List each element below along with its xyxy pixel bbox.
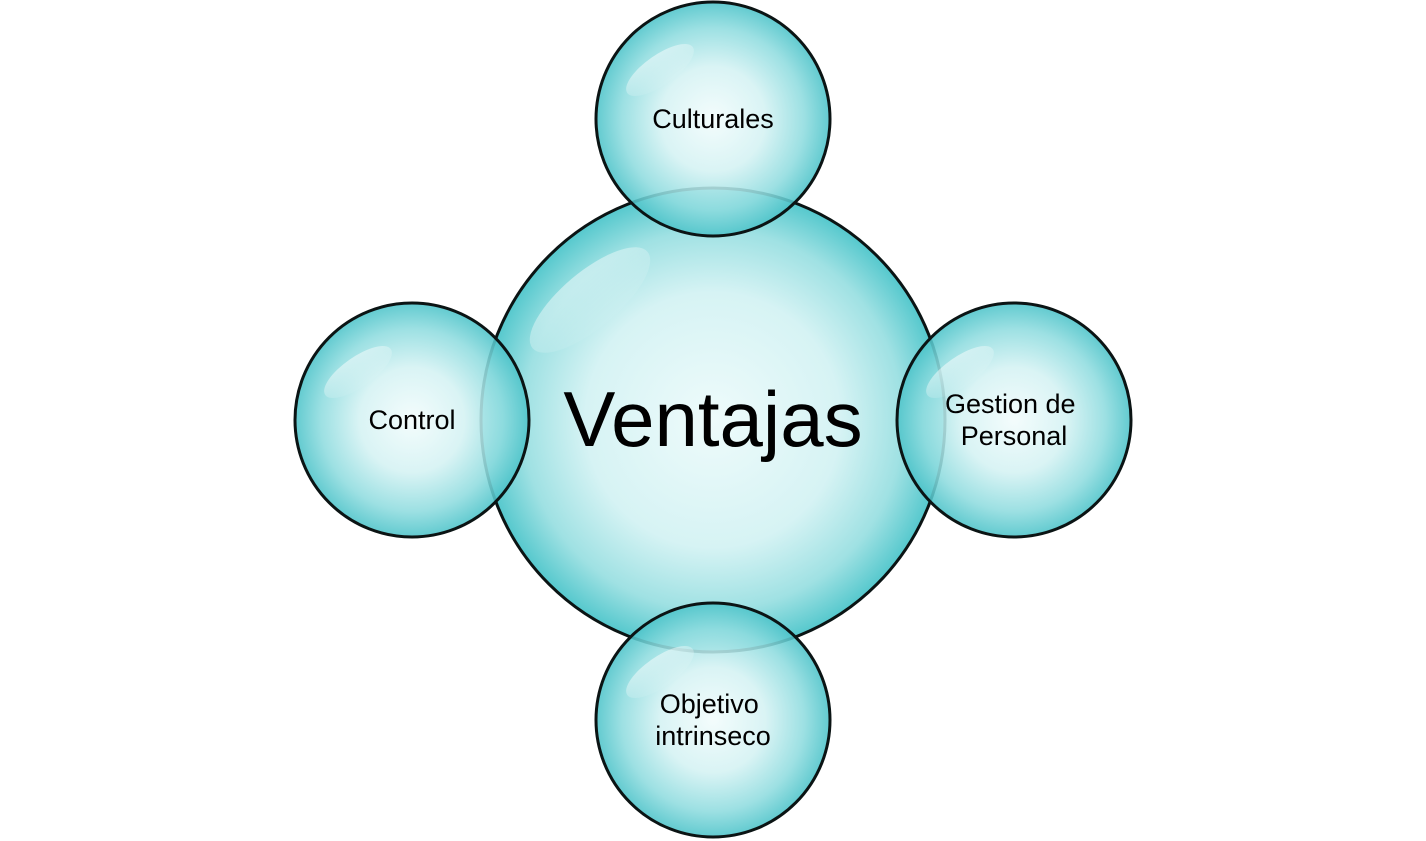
satellite-objetivo-intrinseco-line-2: intrinseco bbox=[655, 721, 771, 751]
satellite-gestion-personal-line-2: Personal bbox=[961, 421, 1068, 451]
center-bubble: Ventajas bbox=[479, 186, 947, 654]
center-label: Ventajas bbox=[563, 375, 862, 463]
satellite-objetivo-intrinseco-label: Objetivo intrinseco bbox=[655, 689, 771, 751]
satellite-control: Control bbox=[293, 301, 531, 539]
satellite-culturales: Culturales bbox=[594, 0, 832, 238]
center-bubble-gloss bbox=[529, 247, 651, 353]
satellite-gestion-personal-label: Gestion de Personal bbox=[945, 389, 1083, 451]
satellite-objetivo-intrinseco: Objetivo intrinseco bbox=[594, 601, 832, 839]
satellite-objetivo-intrinseco-line-1: Objetivo bbox=[660, 689, 759, 719]
satellite-control-gloss bbox=[324, 345, 392, 399]
satellite-gestion-personal-gloss bbox=[926, 345, 994, 399]
satellite-gestion-personal-line-1: Gestion de bbox=[945, 389, 1076, 419]
satellite-culturales-label: Culturales bbox=[652, 104, 774, 134]
satellite-control-line-1: Control bbox=[368, 405, 455, 435]
satellite-culturales-gloss bbox=[626, 43, 694, 97]
satellite-gestion-personal: Gestion de Personal bbox=[895, 301, 1133, 539]
satellite-objetivo-intrinseco-shape bbox=[594, 601, 832, 839]
satellite-control-label: Control bbox=[368, 405, 455, 435]
satellite-objetivo-intrinseco-gloss bbox=[626, 645, 694, 699]
satellite-culturales-line-1: Culturales bbox=[652, 104, 774, 134]
satellite-gestion-personal-shape bbox=[895, 301, 1133, 539]
